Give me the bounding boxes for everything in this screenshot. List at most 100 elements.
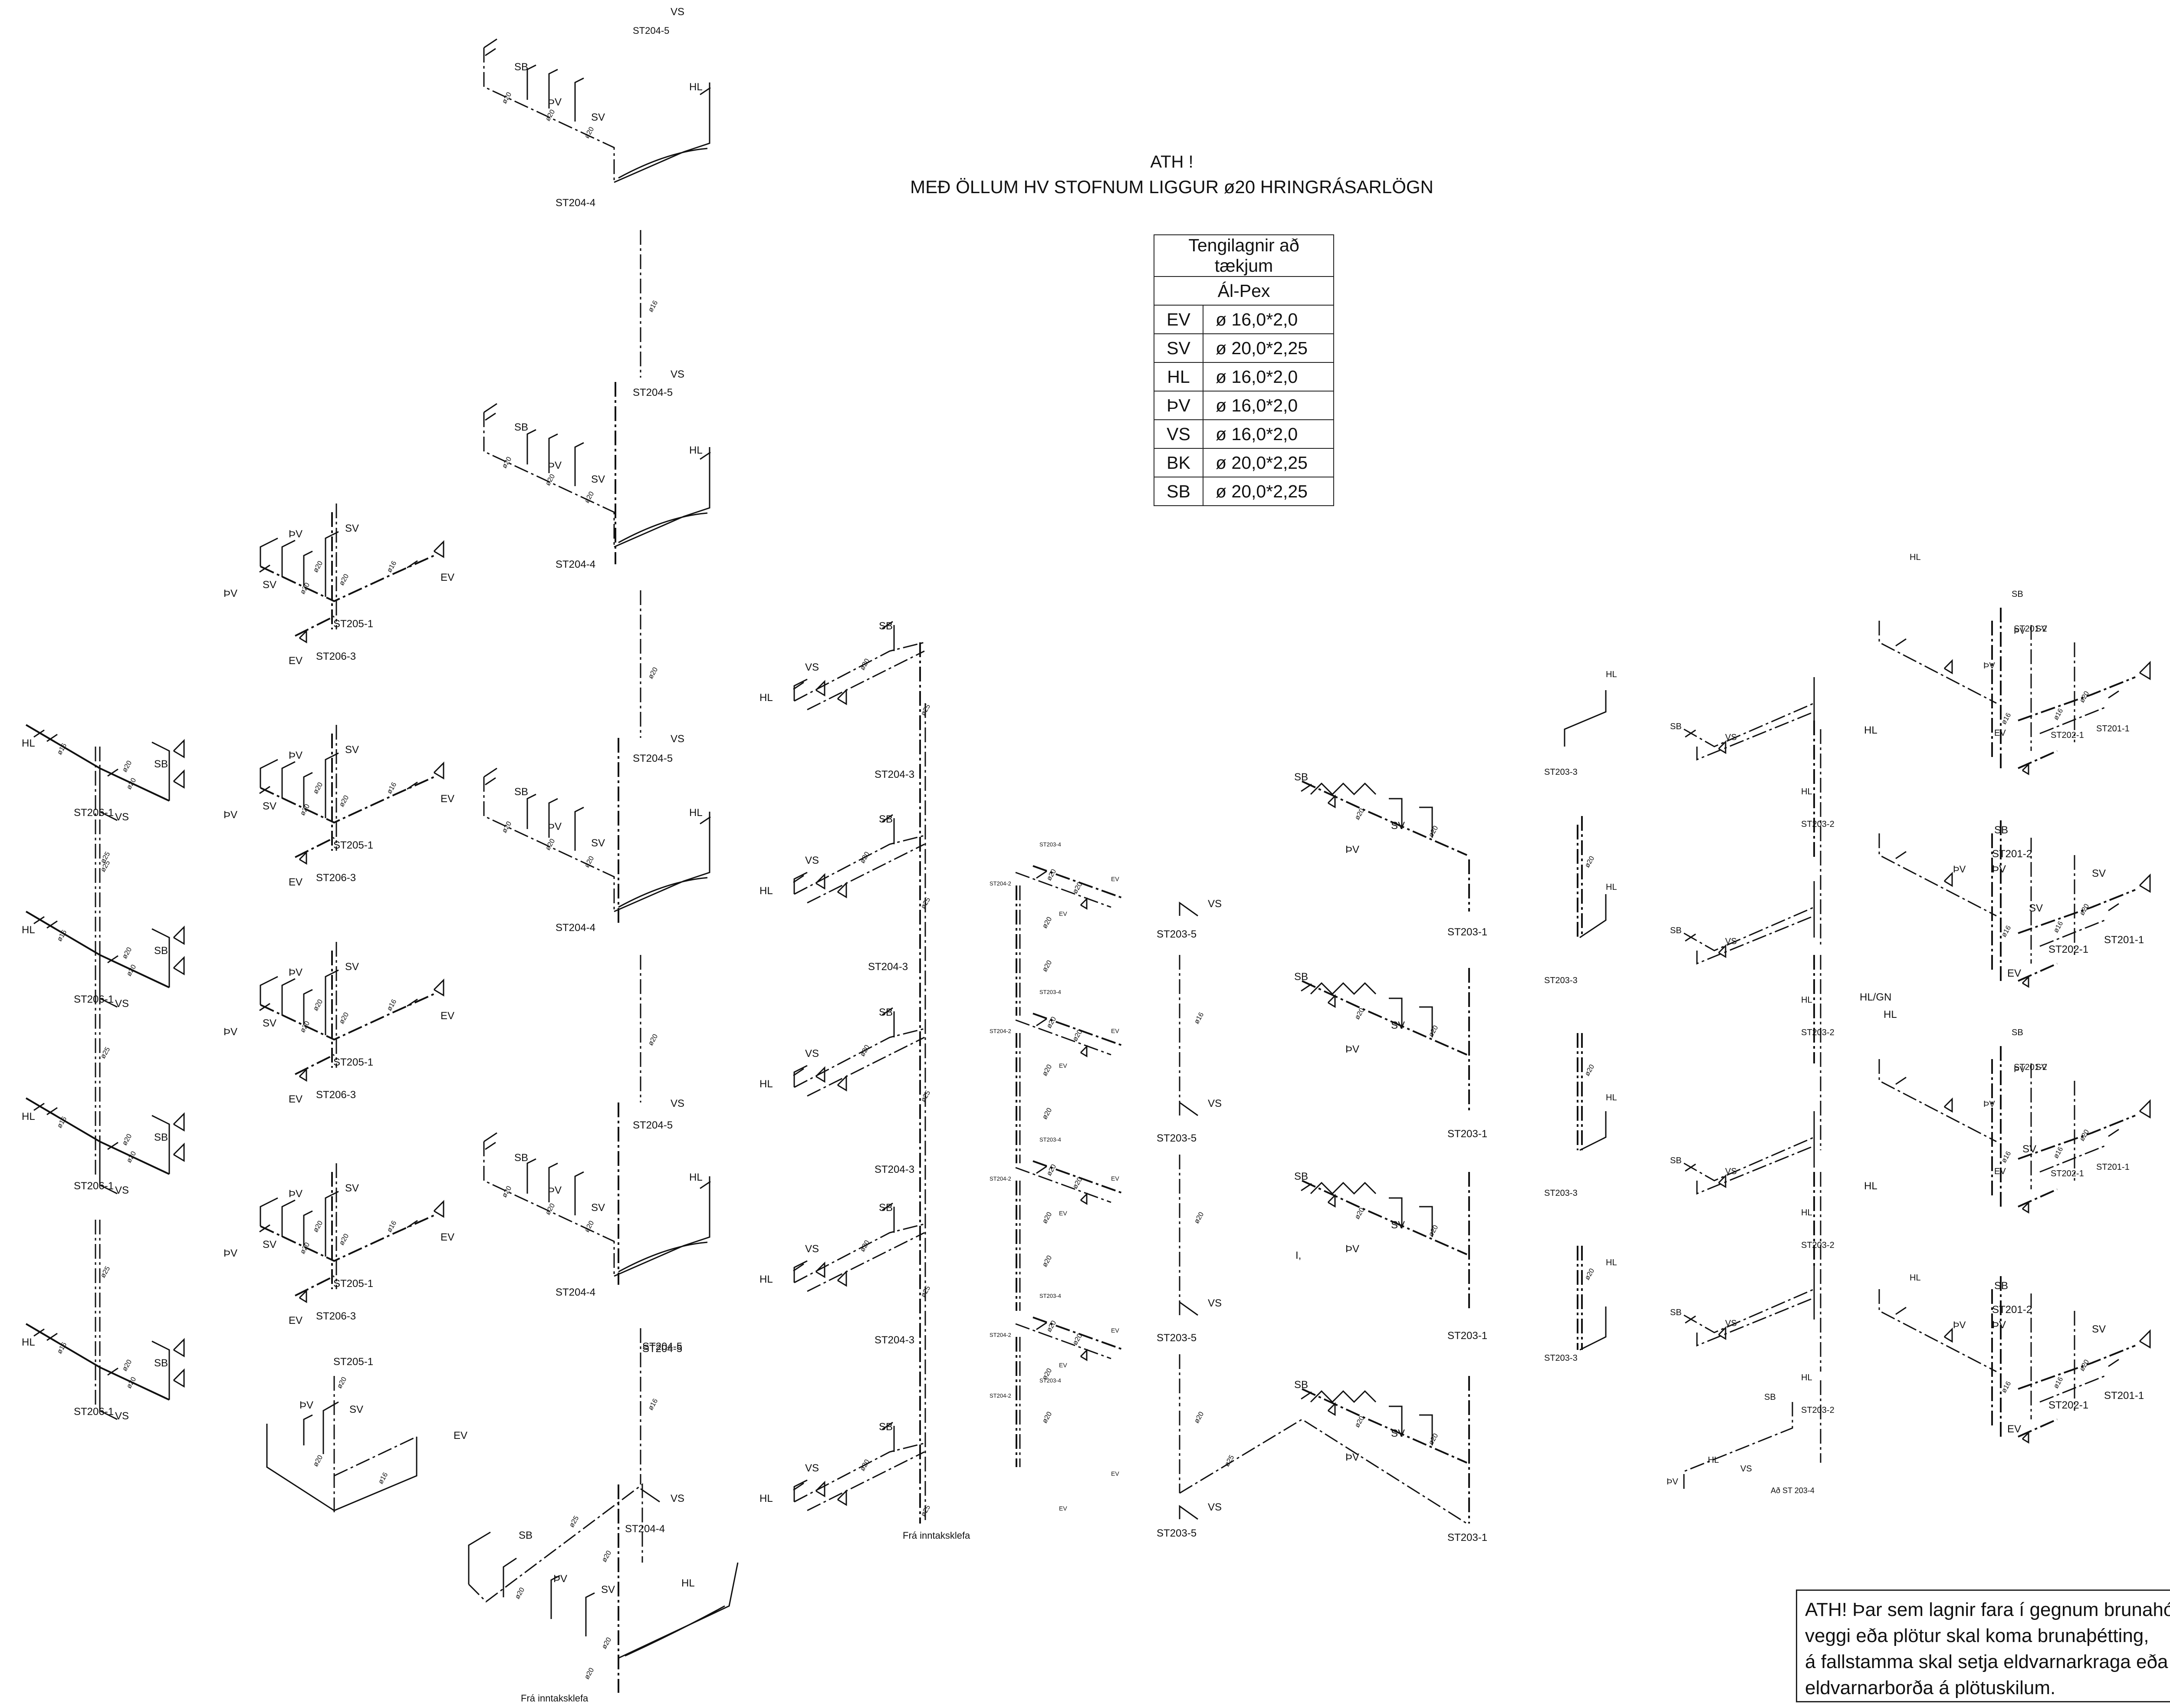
pipe-segment xyxy=(33,916,45,925)
dimension-label: ø20 xyxy=(125,777,138,791)
fixture-label: HL xyxy=(1606,670,1617,679)
dimension-label: ø25 xyxy=(568,1515,581,1529)
dimension-label: ø20 xyxy=(336,1376,349,1390)
fixture-label: ÞV xyxy=(1345,844,1359,856)
pipe-run xyxy=(2018,676,2136,721)
spec-code: SV xyxy=(1154,333,1203,363)
fixture-label: SB xyxy=(879,813,893,825)
pipe-segment xyxy=(46,734,58,742)
riser-label: ST203-5 xyxy=(1157,1332,1197,1344)
valve-symbol xyxy=(173,739,185,759)
fixture-label: SB xyxy=(879,620,893,632)
dimension-label: ø20 xyxy=(1041,1063,1054,1077)
riser-label: ST203-3 xyxy=(1544,976,1578,985)
pipe-run xyxy=(1015,872,1111,908)
fixture-label: SV xyxy=(349,1404,363,1415)
riser-label: ST203-3 xyxy=(1544,1188,1578,1198)
fixture-label: HL xyxy=(1801,1208,1812,1218)
riser-label: ST203-1 xyxy=(1447,1128,1487,1140)
valve-symbol xyxy=(1327,1402,1336,1416)
riser-label: ST202-1 xyxy=(2051,1169,2084,1178)
pipe-segment xyxy=(1895,1076,1907,1085)
valve-symbol xyxy=(837,1270,847,1287)
pipe-run xyxy=(25,1097,170,1175)
fixture-label: SB xyxy=(514,1152,528,1164)
pipe-run xyxy=(1389,1405,1403,1437)
pipe-run xyxy=(2018,1345,2136,1390)
valve-symbol xyxy=(2022,1431,2029,1444)
dimension-label: ø16 xyxy=(2000,1380,2013,1394)
dimension-label: ø20 xyxy=(1041,1107,1054,1121)
pipe-segment xyxy=(1301,1391,1312,1400)
pipe-run xyxy=(1310,1390,1377,1403)
dimension-label: ø20 xyxy=(1041,1211,1054,1225)
fixture-label: SV xyxy=(2035,624,2047,634)
fixture-label: SB xyxy=(1670,1308,1682,1317)
dimension-label: ø20 xyxy=(859,1044,871,1058)
dimension-label: ø20 xyxy=(1041,916,1054,930)
valve-symbol xyxy=(2022,763,2029,776)
pipe-run xyxy=(2018,1418,2058,1438)
fixture-label: SB xyxy=(1294,1171,1308,1182)
fixture-label: ÞV xyxy=(553,1573,567,1585)
riser-label: ST203-4 xyxy=(1039,1136,1061,1143)
pipe-run xyxy=(614,82,710,183)
dimension-label: ø20 xyxy=(647,666,660,680)
fixture-label: EV xyxy=(2007,1423,2021,1435)
fixture-label: SB xyxy=(514,786,528,798)
valve-symbol xyxy=(1943,659,1953,675)
fixture-label: ÞV xyxy=(224,1247,237,1259)
spec-code: BK xyxy=(1154,448,1203,477)
fixture-label: VS xyxy=(1725,733,1737,742)
pipe-run xyxy=(295,615,335,637)
fixture-label: VS xyxy=(805,855,819,866)
fixture-label: SV xyxy=(601,1584,615,1596)
fixture-label: VS xyxy=(805,1243,819,1255)
pipe-run xyxy=(2018,1188,2058,1208)
dimension-label: ø20 xyxy=(1193,1411,1206,1425)
riser-label: ST205-1 xyxy=(333,618,373,630)
inlet-label: Frá inntaksklefa xyxy=(521,1693,589,1704)
riser-label: ST204-4 xyxy=(556,1287,595,1298)
riser-label: ST206-3 xyxy=(316,651,356,662)
riser-label: ST202-1 xyxy=(2051,731,2084,740)
pipe-run xyxy=(574,1171,584,1215)
valve-symbol xyxy=(1327,794,1336,809)
fixture-label: SV xyxy=(345,1182,359,1194)
pipe-run xyxy=(1015,1019,1111,1056)
fixture-label: HL xyxy=(689,444,703,456)
riser-label: ST204-5 xyxy=(633,387,673,398)
valve-symbol xyxy=(299,1289,307,1303)
fixture-label: EV xyxy=(2007,968,2021,979)
pipe-run xyxy=(303,772,313,807)
valve-symbol xyxy=(173,956,185,976)
fixture-label: SV xyxy=(1391,1020,1405,1031)
dimension-label: ø20 xyxy=(338,573,351,587)
pipe-segment xyxy=(882,1007,893,1016)
valve-symbol xyxy=(173,925,185,945)
pipe-run xyxy=(794,1442,925,1503)
valve-symbol xyxy=(815,1481,825,1497)
stray-mark: I, xyxy=(1295,1250,1301,1261)
fixture-label: ÞV xyxy=(1983,1099,1995,1109)
fixture-label: ÞV xyxy=(1953,864,1966,875)
riser-label: ST201-1 xyxy=(2104,934,2144,946)
pipe-run xyxy=(260,1197,278,1226)
dimension-label: ø20 xyxy=(859,851,871,865)
pipe-segment xyxy=(793,1263,804,1272)
valve-symbol xyxy=(433,540,444,558)
valve-symbol xyxy=(815,1066,825,1083)
pipe-curve xyxy=(618,877,708,908)
valve-symbol xyxy=(173,1338,185,1358)
pipe-run xyxy=(1032,865,1124,899)
riser-label: ST204-5 xyxy=(642,1343,682,1355)
spec-code: EV xyxy=(1154,305,1203,334)
fixture-label: SB xyxy=(1670,926,1682,935)
pipe-run xyxy=(526,793,536,829)
pipe-segment xyxy=(700,816,711,825)
fixture-label: SB xyxy=(2012,1028,2023,1037)
riser-label: ST204-5 xyxy=(642,1341,682,1353)
fixture-label: EV xyxy=(441,572,454,583)
pipe-segment xyxy=(33,729,45,738)
